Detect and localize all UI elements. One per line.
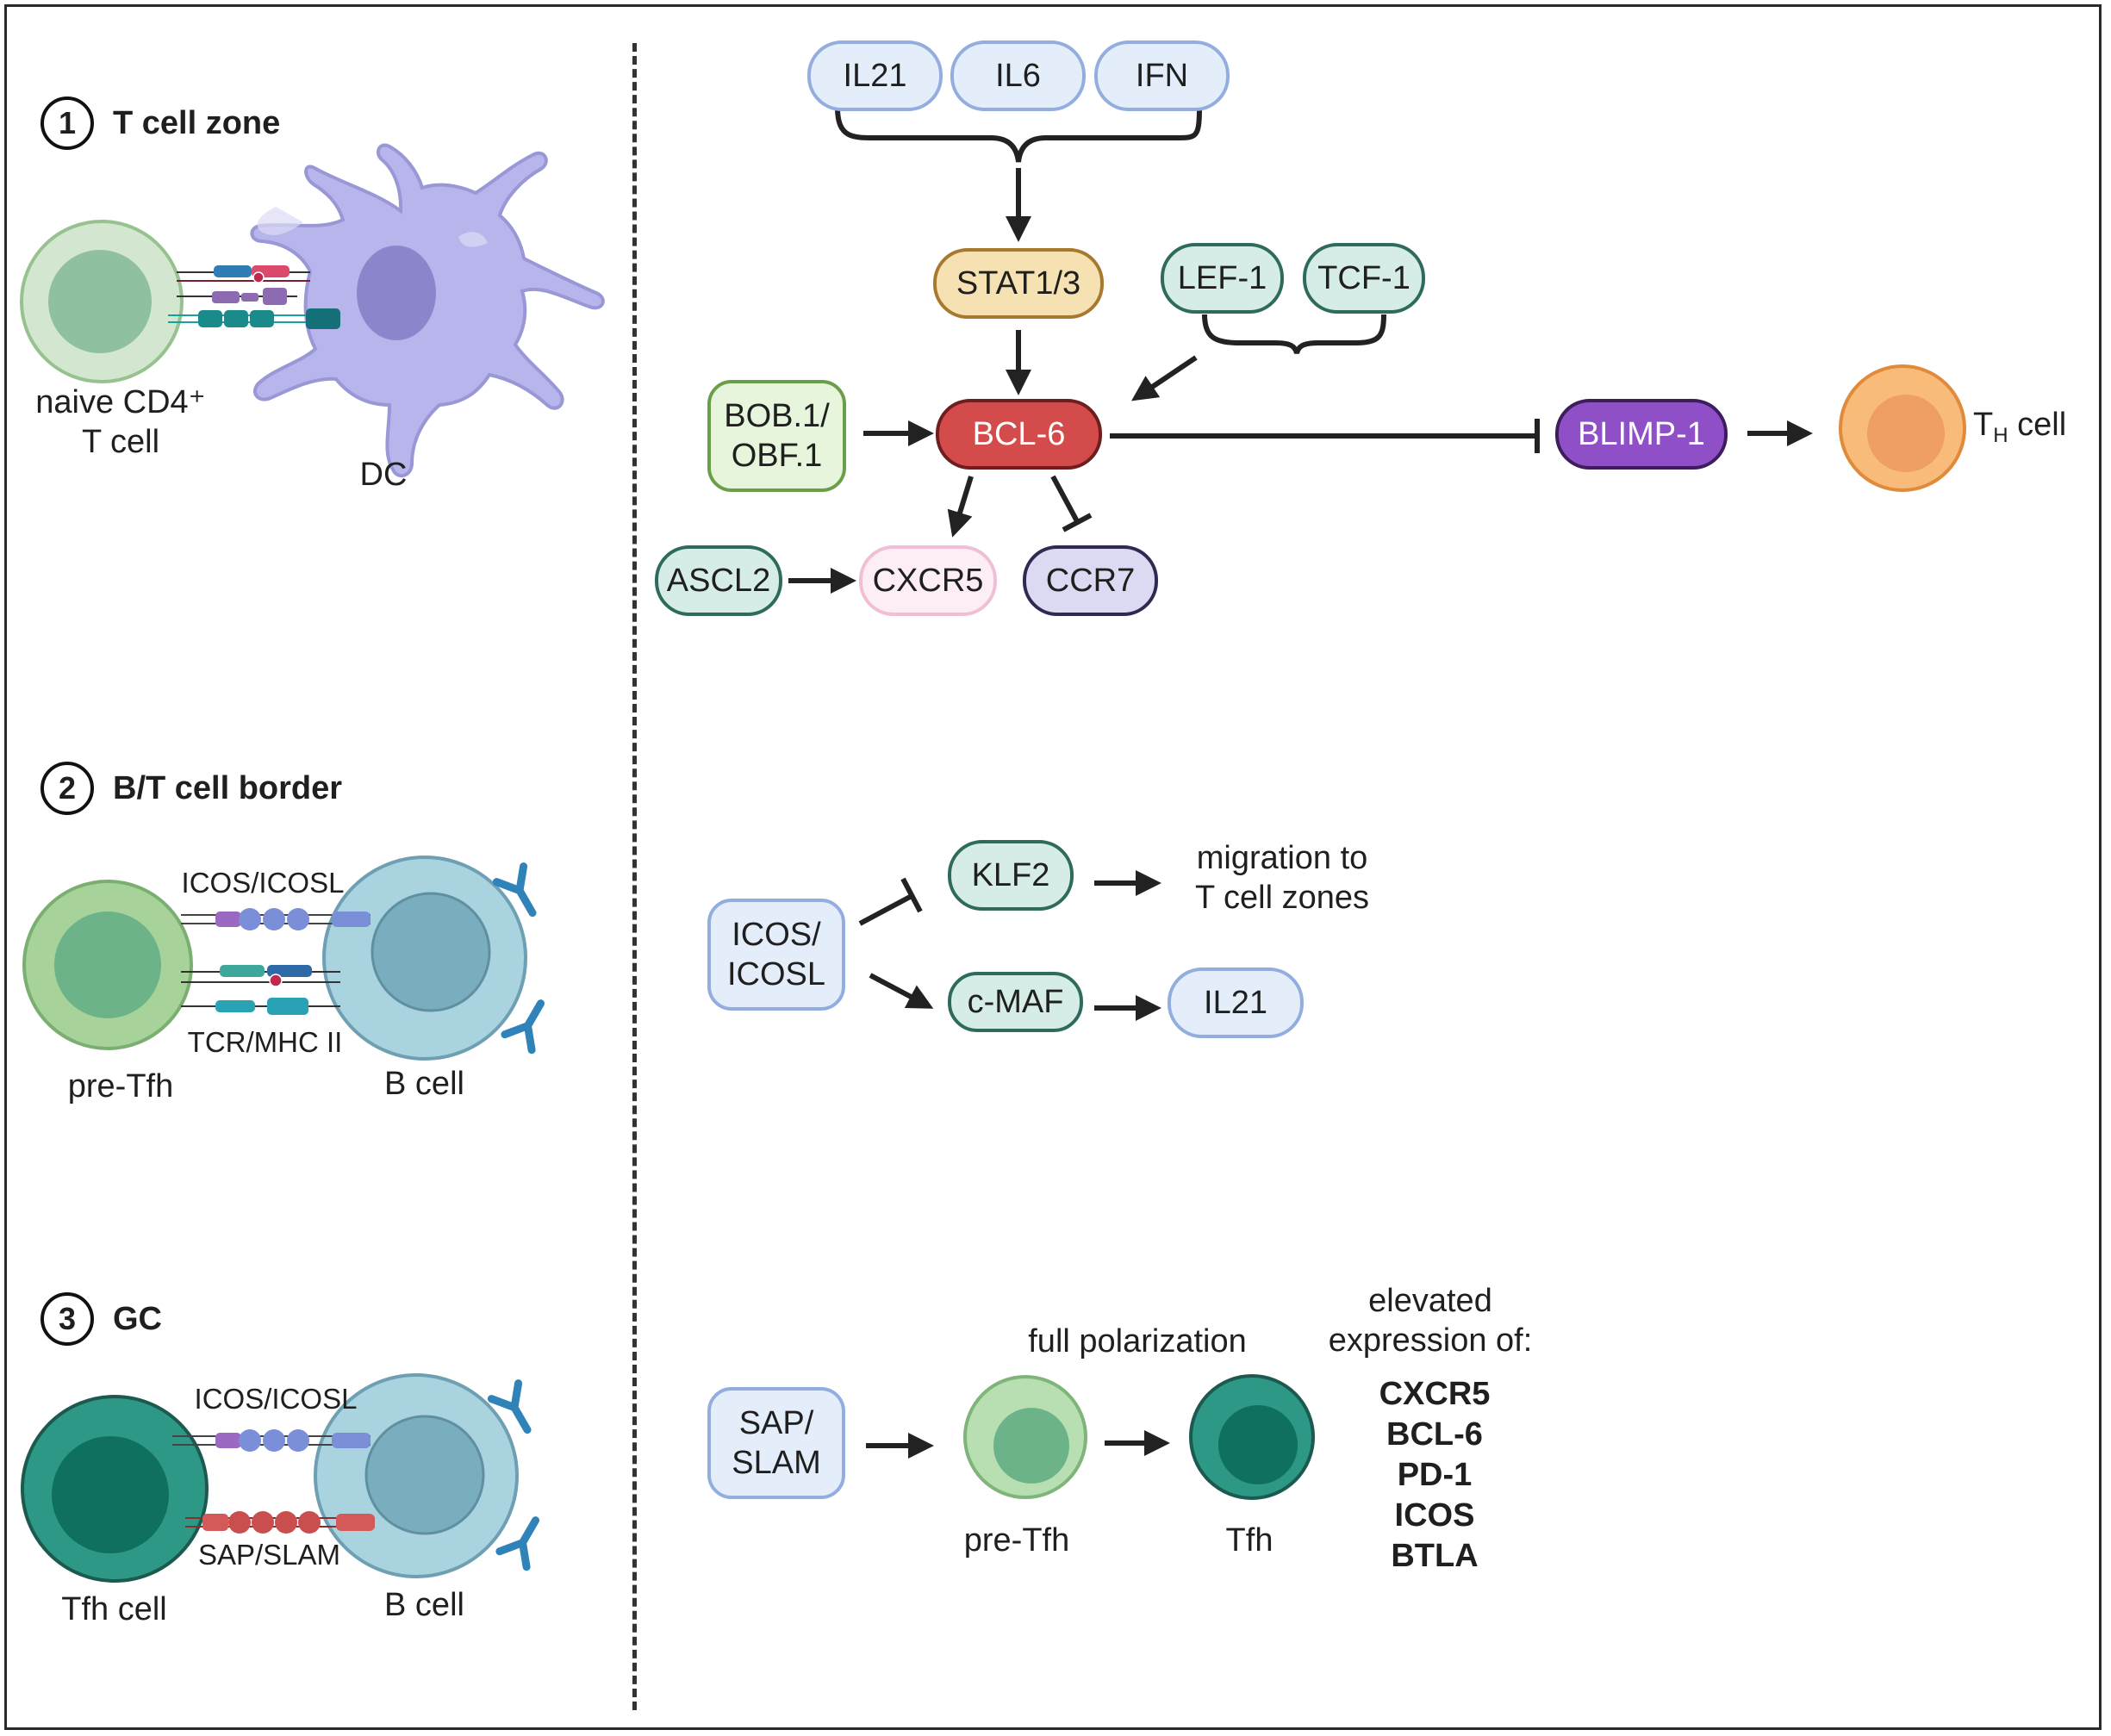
node-klf2: KLF2 <box>948 840 1074 911</box>
section-1-header: 1 T cell zone <box>40 96 280 150</box>
sap-slam-label: SAP/SLAM <box>197 1539 341 1571</box>
pre-tfh-cell-3 <box>963 1375 1087 1499</box>
icos-icosl-complex-3 <box>172 1429 371 1452</box>
section-number: 2 <box>40 762 94 815</box>
th-cell-label: TH cell <box>1973 405 2077 456</box>
marker-list: CXCR5 BCL-6 PD-1 ICOS BTLA <box>1297 1374 1572 1577</box>
sap-slam-complex-3 <box>185 1511 375 1534</box>
tcr-mhc-label: TCR/MHC II <box>187 1026 343 1058</box>
pre-tfh-cell-2 <box>22 880 193 1050</box>
marker-item: BCL-6 <box>1386 1416 1483 1453</box>
marker-item: PD-1 <box>1397 1457 1473 1493</box>
node-il6: IL6 <box>950 40 1086 111</box>
icos-icosl-label: ICOS/ICOSL <box>181 867 345 899</box>
elevated-expression-label: elevated expression of: <box>1328 1283 1533 1359</box>
tcr-mhc-complex-2 <box>181 965 340 1015</box>
node-icos-icosl: ICOS/ ICOSL <box>707 899 845 1011</box>
antibody-icon-3b <box>495 1516 539 1571</box>
marker-item: ICOS <box>1394 1497 1475 1534</box>
section-title: GC <box>113 1300 162 1337</box>
tfh-cell-3 <box>21 1395 209 1583</box>
dc-label: DC <box>359 457 408 493</box>
node-il21: IL21 <box>807 40 943 111</box>
arrow-lef-tcf-to-bcl6 <box>1131 355 1198 401</box>
node-blimp1: BLIMP-1 <box>1555 399 1728 470</box>
node-cxcr5: CXCR5 <box>859 545 997 616</box>
section-3-header: 3 GC <box>40 1292 162 1346</box>
figure-frame <box>4 4 2102 1730</box>
marker-item: CXCR5 <box>1379 1376 1491 1412</box>
dashed-divider <box>632 43 637 1710</box>
section-title: T cell zone <box>113 104 281 141</box>
node-tcf1: TCF-1 <box>1303 243 1425 314</box>
inhibit-bcl6-to-ccr7 <box>1050 475 1080 523</box>
marker-item: BTLA <box>1391 1538 1479 1574</box>
section-number: 3 <box>40 1292 94 1346</box>
pre-tfh-label: pre-Tfh <box>67 1068 174 1104</box>
dc-cell <box>250 143 605 478</box>
node-il21-2: IL21 <box>1168 968 1304 1038</box>
b-cell-label: B cell <box>384 1587 464 1623</box>
antibody-icon-3a <box>487 1379 532 1434</box>
icos-icosl-complex-2 <box>181 908 371 930</box>
cytokine-brace <box>835 107 1202 163</box>
node-ccr7: CCR7 <box>1023 545 1158 616</box>
th-main: T <box>1973 407 1994 443</box>
b-cell-2 <box>322 856 527 1061</box>
inhibit-bar-klf2 <box>900 877 923 913</box>
section-2-header: 2 B/T cell border <box>40 762 342 815</box>
inhibit-icos-to-klf2 <box>858 893 913 926</box>
migration-label: migration to T cell zones <box>1194 840 1370 916</box>
antibody-icon-2a <box>492 862 537 918</box>
th-subscript: H <box>1993 424 2008 447</box>
inhibit-bar-ccr7 <box>1062 513 1093 532</box>
lef-tcf-brace <box>1202 314 1386 354</box>
naive-t-cell <box>20 220 184 383</box>
pre-tfh-label: pre-Tfh <box>963 1522 1070 1559</box>
node-cmaf: c-MAF <box>948 972 1083 1032</box>
node-ifn: IFN <box>1094 40 1230 111</box>
node-bob1-obf1: BOB.1/ OBF.1 <box>707 380 846 492</box>
section-title: B/T cell border <box>113 769 343 806</box>
th-cell-suffix: cell <box>2008 407 2067 443</box>
arrow-bcl6-to-cxcr5 <box>947 476 974 538</box>
node-sap-slam: SAP/ SLAM <box>707 1387 845 1499</box>
icos-icosl-label: ICOS/ICOSL <box>194 1383 358 1415</box>
antibody-icon-2b <box>501 999 545 1055</box>
th-cell <box>1839 364 1966 492</box>
section-number: 1 <box>40 96 94 150</box>
full-polarization-label: full polarization <box>1028 1323 1247 1360</box>
node-ascl2: ASCL2 <box>655 545 782 616</box>
tfh-label: Tfh <box>1225 1522 1273 1559</box>
naive-cd4-label: naive CD4⁺ T cell <box>35 384 206 460</box>
tfh-cell-right <box>1189 1374 1315 1500</box>
tfh-cell-label: Tfh cell <box>61 1591 167 1627</box>
node-stat1-3: STAT1/3 <box>933 248 1104 319</box>
node-bcl6: BCL-6 <box>936 399 1102 470</box>
b-cell-label: B cell <box>384 1066 464 1102</box>
node-lef1: LEF-1 <box>1161 243 1284 314</box>
arrow-icos-to-cmaf <box>869 973 934 1009</box>
tcr-mhc-complex-1 <box>168 265 340 329</box>
